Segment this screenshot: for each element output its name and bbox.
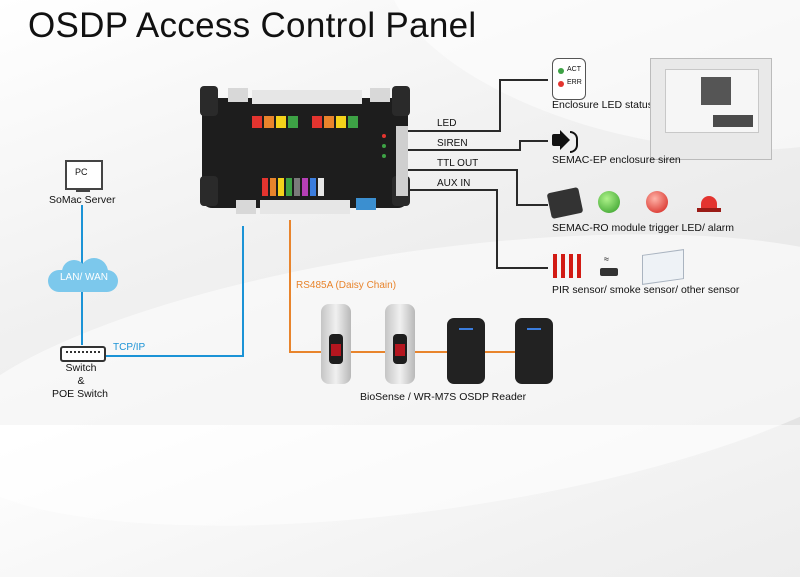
led-wire <box>408 79 548 132</box>
siren-wire <box>408 140 548 151</box>
ttl-out-label: TTL OUT <box>437 158 479 169</box>
module-label: SEMAC-RO module trigger LED/ alarm <box>552 222 735 234</box>
red-led-icon <box>646 191 668 213</box>
poe-switch-label: POE Switch <box>52 388 109 400</box>
cloud-icon: LAN/ WAN <box>48 258 118 292</box>
access-control-panel <box>200 86 410 214</box>
biosense-reader-icon <box>385 304 415 384</box>
server-label: SoMac Server <box>49 194 116 206</box>
rs485-label: RS485A (Daisy Chain) <box>296 280 397 291</box>
green-led-icon <box>598 191 620 213</box>
err-label: ERR <box>567 79 582 86</box>
pc-stand <box>76 188 90 192</box>
siren-icon <box>548 128 578 153</box>
pc-label: PC <box>75 167 88 177</box>
wr-m7s-reader-icon <box>515 318 553 384</box>
act-label: ACT <box>567 66 581 73</box>
switch-label: Switch <box>65 362 97 374</box>
enclosure-status-icon: ACT ERR <box>552 58 586 100</box>
reader-label: BioSense / WR-M7S OSDP Reader <box>360 391 527 403</box>
pir-sensor-icon <box>553 254 583 278</box>
alarm-icon <box>697 192 721 212</box>
aux-in-label: AUX IN <box>437 178 471 189</box>
ttl-out-wire <box>408 169 548 206</box>
enclosure-status-label: Enclosure LED status <box>552 99 653 111</box>
sensors-label: PIR sensor/ smoke sensor/ other sensor <box>552 284 740 296</box>
pc-icon: PC <box>65 160 103 190</box>
act-led-icon <box>558 68 564 74</box>
tcpip-wire <box>82 226 244 357</box>
other-sensor-icon <box>642 249 684 285</box>
page-title: OSDP Access Control Panel <box>28 6 477 45</box>
err-led-icon <box>558 81 564 87</box>
siren-output-label: SIREN <box>437 138 468 149</box>
biosense-reader-icon <box>321 304 351 384</box>
aux-in-wire <box>408 189 548 269</box>
enclosure-image <box>650 58 772 160</box>
led-output-label: LED <box>437 118 457 129</box>
smoke-sensor-icon: ≈ <box>600 252 618 278</box>
switch-amp-label: & <box>77 375 85 387</box>
cloud-label: LAN/ WAN <box>60 272 108 283</box>
siren-label: SEMAC-EP enclosure siren <box>552 154 681 166</box>
wr-m7s-reader-icon <box>447 318 485 384</box>
tcpip-label: TCP/IP <box>113 342 146 353</box>
switch-icon <box>60 346 106 362</box>
